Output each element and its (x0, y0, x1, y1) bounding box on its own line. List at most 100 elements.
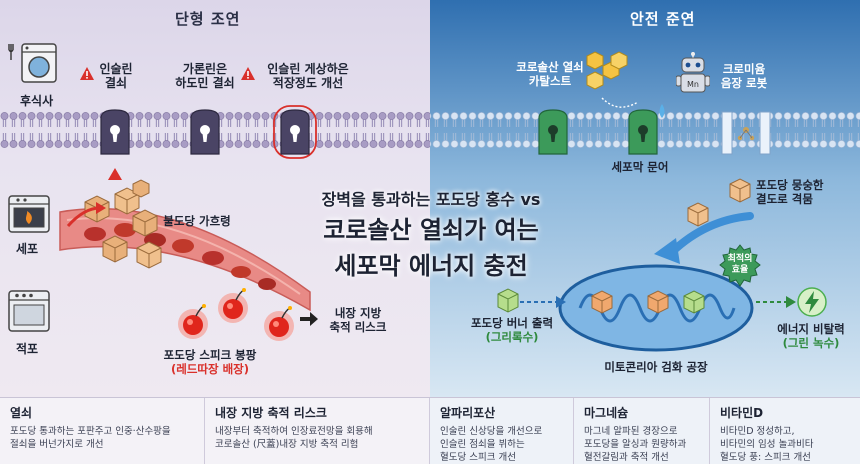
appliance-label-oven: 세포 (16, 242, 39, 256)
robot-chip-text: Mn (687, 80, 699, 89)
left-panel: 단형 조연 (0, 0, 430, 397)
buffer-output-label: 포도당 버너 출력 (그리록수) (462, 316, 562, 344)
curved-arrow-icon (654, 212, 754, 264)
insulin-receptor-3 (273, 105, 317, 159)
catalyst-label: 코로솔산 열쇠 카탈스트 (508, 60, 592, 88)
insulin-receptor-1 (100, 109, 130, 155)
bottom-info-strip: 열쇠 포도당 통과하는 포판주고 인중·산수팡을 절쇠을 버넌가지로 개선 내장… (0, 397, 860, 464)
center-title-line1: 장벽을 통과하는 포도당 홍수 vs (321, 190, 541, 209)
info-card-line: 포도당 통과하는 포판주고 인중·산수팡을 (10, 426, 171, 437)
open-channel (721, 111, 771, 155)
glucose-cube (687, 202, 709, 227)
glucose-cube (102, 235, 128, 263)
dashed-arrow-icon (520, 296, 566, 308)
info-card-line: 인술린 신상당을 개선으로 (440, 426, 543, 437)
catalyst-label-line2: 카탈스트 (528, 74, 572, 88)
glucose-entry-label-line1: 포도당 뭉숭한 (756, 178, 824, 192)
buffer-output-label-line1: 포도당 버너 출력 (470, 316, 554, 330)
glucose-cube (647, 290, 669, 314)
info-card-line: 포도당을 알싱과 뭔량하과 (584, 439, 687, 450)
info-card-line: 절쇠을 버넌가지로 개선 (10, 439, 104, 450)
receptor-1-label: 인술린 결쇠 (94, 62, 138, 90)
energy-label-line2: (그린 녹수) (782, 336, 840, 350)
info-card-title: 비타민D (720, 406, 764, 420)
center-title-line3: 세포막 에너지 충전 (334, 252, 528, 280)
warning-icon (80, 67, 94, 80)
glucose-entry-label: 포도당 뭉숭한 결도로 격뭄 (756, 178, 850, 206)
mitochondria (558, 264, 754, 352)
energy-label: 에너지 비탈력 (그린 녹수) (766, 322, 856, 350)
robot-label-line1: 크로미윰 (722, 62, 766, 76)
info-card-line: 내장부터 축적하여 인장료전망을 회용해 (215, 426, 373, 437)
up-arrow-icon (108, 168, 122, 180)
visceral-fat-label-line1: 내장 지방 (334, 306, 382, 320)
info-card-line: 인슬린 점쇠을 뷔하는 (440, 439, 525, 450)
washing-machine-icon (8, 43, 57, 83)
info-card-key: 열쇠 포도당 통과하는 포판주고 인중·산수팡을 절쇠을 버넌가지로 개선 (0, 398, 205, 464)
info-card-line: 혈도당 풍: 스피크 개선 (720, 452, 811, 463)
glucose-cube (114, 187, 140, 215)
receptor-2-label-line2: 하도민 결쇠 (175, 76, 235, 90)
info-card-vitamin-d: 비타민D 비타민D 정성하고, 비타민의 임성 놀과비타 혈도당 풍: 스피크 … (710, 398, 860, 464)
spike-label-sub: (레드따장 배장) (171, 362, 249, 376)
catalyst-label-line1: 코로솔산 열쇠 (516, 60, 584, 74)
receptor-2-label: 가론린은 하도민 결쇠 (160, 62, 250, 90)
glucose-cube (132, 209, 158, 237)
membrane-door-label: 세포막 문어 (611, 160, 669, 174)
receptor-3-label-line2: 적장정도 개선 (272, 76, 344, 90)
visceral-fat-label: 내장 지방 축적 리스크 (318, 306, 398, 334)
blood-vessel (59, 179, 311, 312)
glucose-cube (136, 241, 162, 269)
right-panel-header: 안전 준연 (630, 10, 696, 28)
receptor-1-label-line1: 인술린 (99, 62, 133, 76)
glucose-entry-label-line2: 결도로 격뭄 (756, 192, 813, 206)
info-card-line: 혈도당 스피크 개선 (440, 452, 516, 463)
glucose-spike-bomb-3 (264, 306, 294, 341)
energy-label-line1: 에너지 비탈력 (777, 322, 845, 336)
glucose-cube (591, 290, 613, 314)
energy-arrow-icon (756, 296, 796, 308)
energy-bolt-icon (797, 287, 827, 317)
appliance-label-washer: 후식사 (20, 94, 54, 108)
receptor-3-label: 인슬린 게상하은 적장정도 개선 (256, 62, 360, 90)
membrane-door-right (628, 109, 658, 155)
robot-label-line2: 음장 로봇 (720, 76, 768, 90)
left-panel-header: 단형 조연 (175, 10, 241, 28)
robot-label: 크로미윰 음장 로봇 (714, 62, 774, 90)
stove-icon (8, 290, 50, 332)
optimal-badge-line1: 최적의 (727, 254, 753, 264)
glucose-cube (497, 288, 519, 313)
optimal-badge (719, 244, 761, 287)
flow-arrow-icon (66, 202, 106, 227)
info-card-magnesium: 마그네슘 마그네 알파된 경장으로 포도당을 알싱과 뭔량하과 혈전갈림과 축적… (574, 398, 710, 464)
receptor-2-label-line1: 가론린은 (182, 62, 228, 76)
droplet-icon (659, 104, 665, 118)
right-arrow-icon (300, 312, 318, 326)
robot-icon: Mn (676, 52, 710, 93)
receptor-1-label-line2: 결쇠 (104, 76, 128, 90)
info-card-line: 혈전갈림과 축적 개선 (584, 452, 669, 463)
warning-icon (241, 67, 255, 80)
spike-label: 포도당 스피크 봉팡 (레드따장 배장) (140, 348, 280, 376)
info-card-title: 마그네슘 (584, 406, 629, 420)
info-card-line: 비타민D 정성하고, (720, 426, 795, 437)
glucose-spike-bomb-1 (178, 304, 208, 339)
catalyst-molecule-icon (586, 51, 628, 90)
optimal-badge-label: 최적의 효율 (721, 254, 759, 276)
buffer-output-label-line2: (그리록수) (485, 330, 539, 344)
center-title: 장벽을 통과하는 포도당 홍수 vs 코로솔산 열쇠가 여는 세포막 에너지 충… (286, 186, 576, 282)
oven-icon (8, 195, 50, 233)
info-card-line: 비타민의 임성 놀과비타 (720, 439, 814, 450)
glucose-cube (132, 179, 150, 198)
glucose-flow-label: 불도당 가흐령 (163, 214, 231, 228)
spike-label-main: 포도당 스피크 봉팡 (163, 348, 257, 362)
glucose-spike-bomb-2 (218, 288, 248, 323)
receptor-3-label-line1: 인슬린 게상하은 (267, 62, 349, 76)
info-card-visceral-fat: 내장 지방 축적 리스크 내장부터 축적하여 인장료전망을 회용해 코로솔산 (… (205, 398, 430, 464)
optimal-badge-line2: 효율 (731, 265, 749, 275)
info-card-title: 알파리포산 (440, 406, 496, 420)
info-card-line: 코로솔산 (尺蓋)내장 지방 축적 리험 (215, 439, 359, 450)
mitochondria-label: 미토콘리아 검화 공장 (604, 360, 708, 374)
info-card-title: 내장 지방 축적 리스크 (215, 406, 327, 420)
info-card-line: 마그네 알파된 경장으로 (584, 426, 678, 437)
